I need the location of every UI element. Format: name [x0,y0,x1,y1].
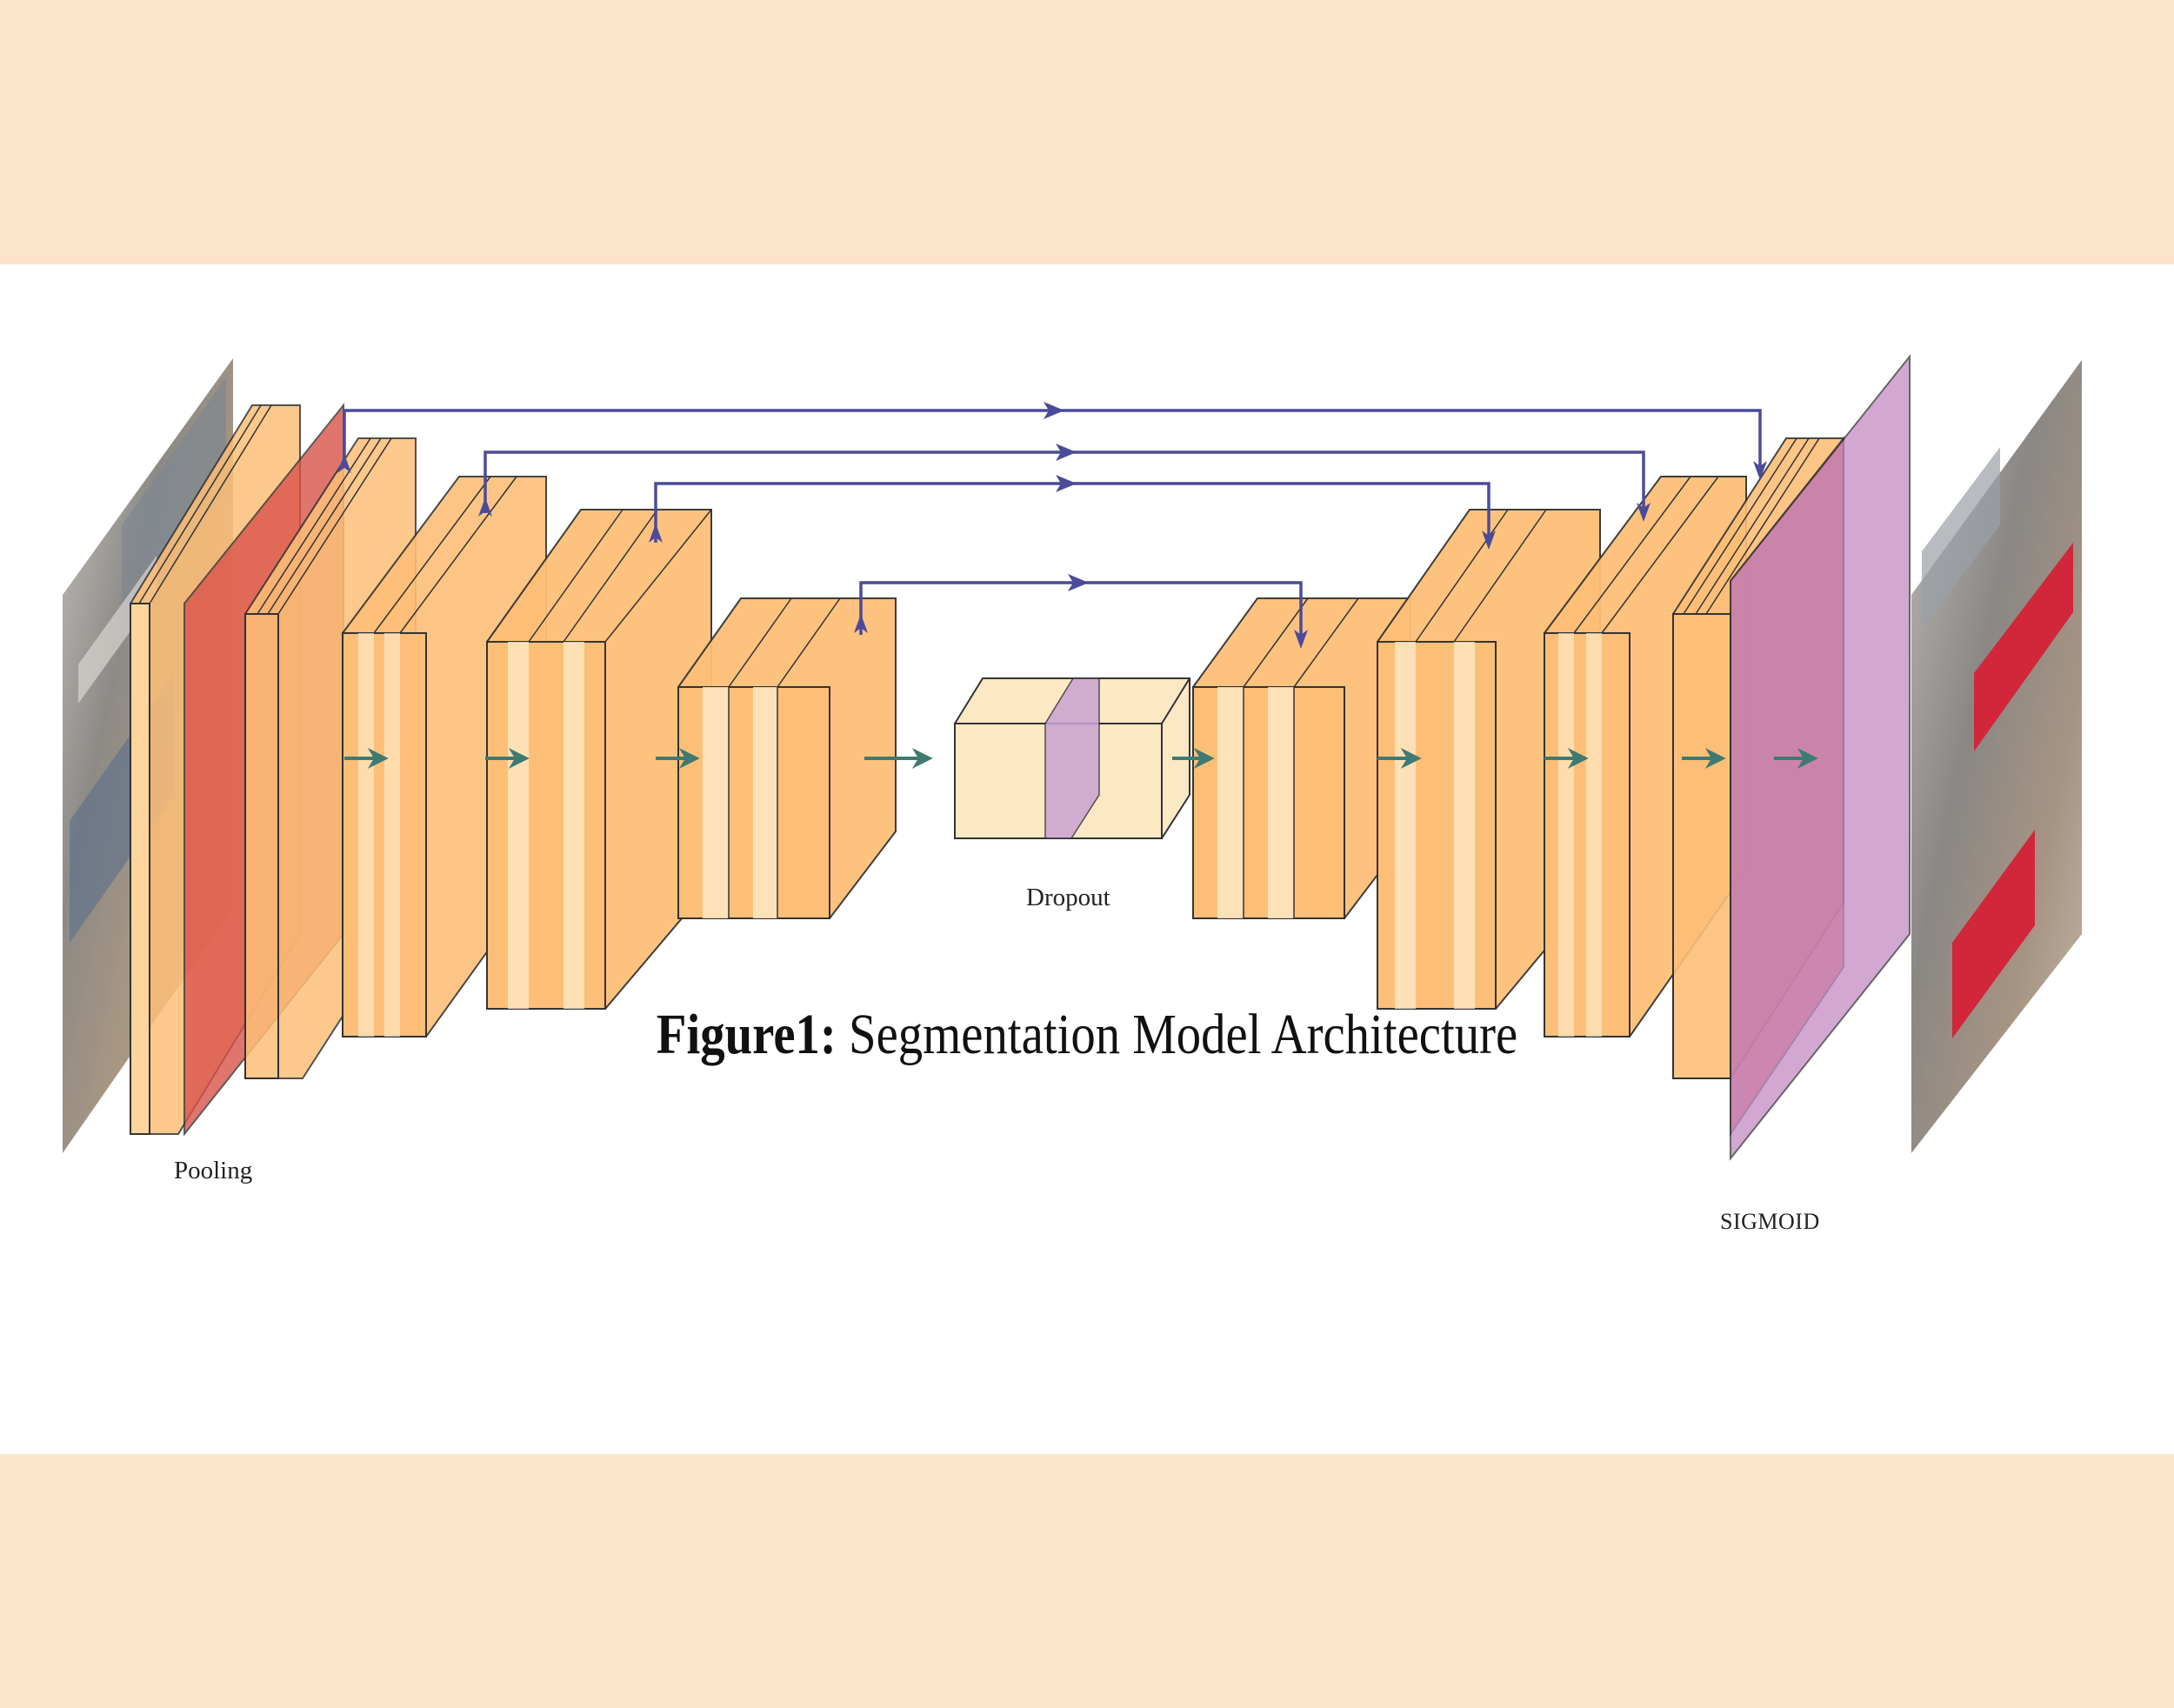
encoder-stage-4 [486,509,712,1010]
skip-arrowheads [337,402,1767,649]
decoder-stage-1 [1192,597,1411,919]
unet-diagram [63,354,2082,1161]
pooling-label: Pooling [174,1157,253,1184]
caption-text: Segmentation Model Architecture [836,1003,1518,1066]
output-image [1911,360,2082,1153]
bottom-band [0,1454,2174,1708]
figure-caption: Figure1: Segmentation Model Architecture [152,1002,2022,1068]
sigmoid-layer [1730,354,1911,1161]
caption-prefix: Figure1: [656,1003,837,1066]
top-band [0,0,2174,264]
dropout-layer [1044,677,1100,839]
encoder-stage-5 [677,597,897,919]
sigmoid-label: SIGMOID [1720,1209,1820,1234]
dropout-label: Dropout [1026,884,1110,911]
figure-panel: Pooling Dropout SIGMOID [0,264,2174,1454]
